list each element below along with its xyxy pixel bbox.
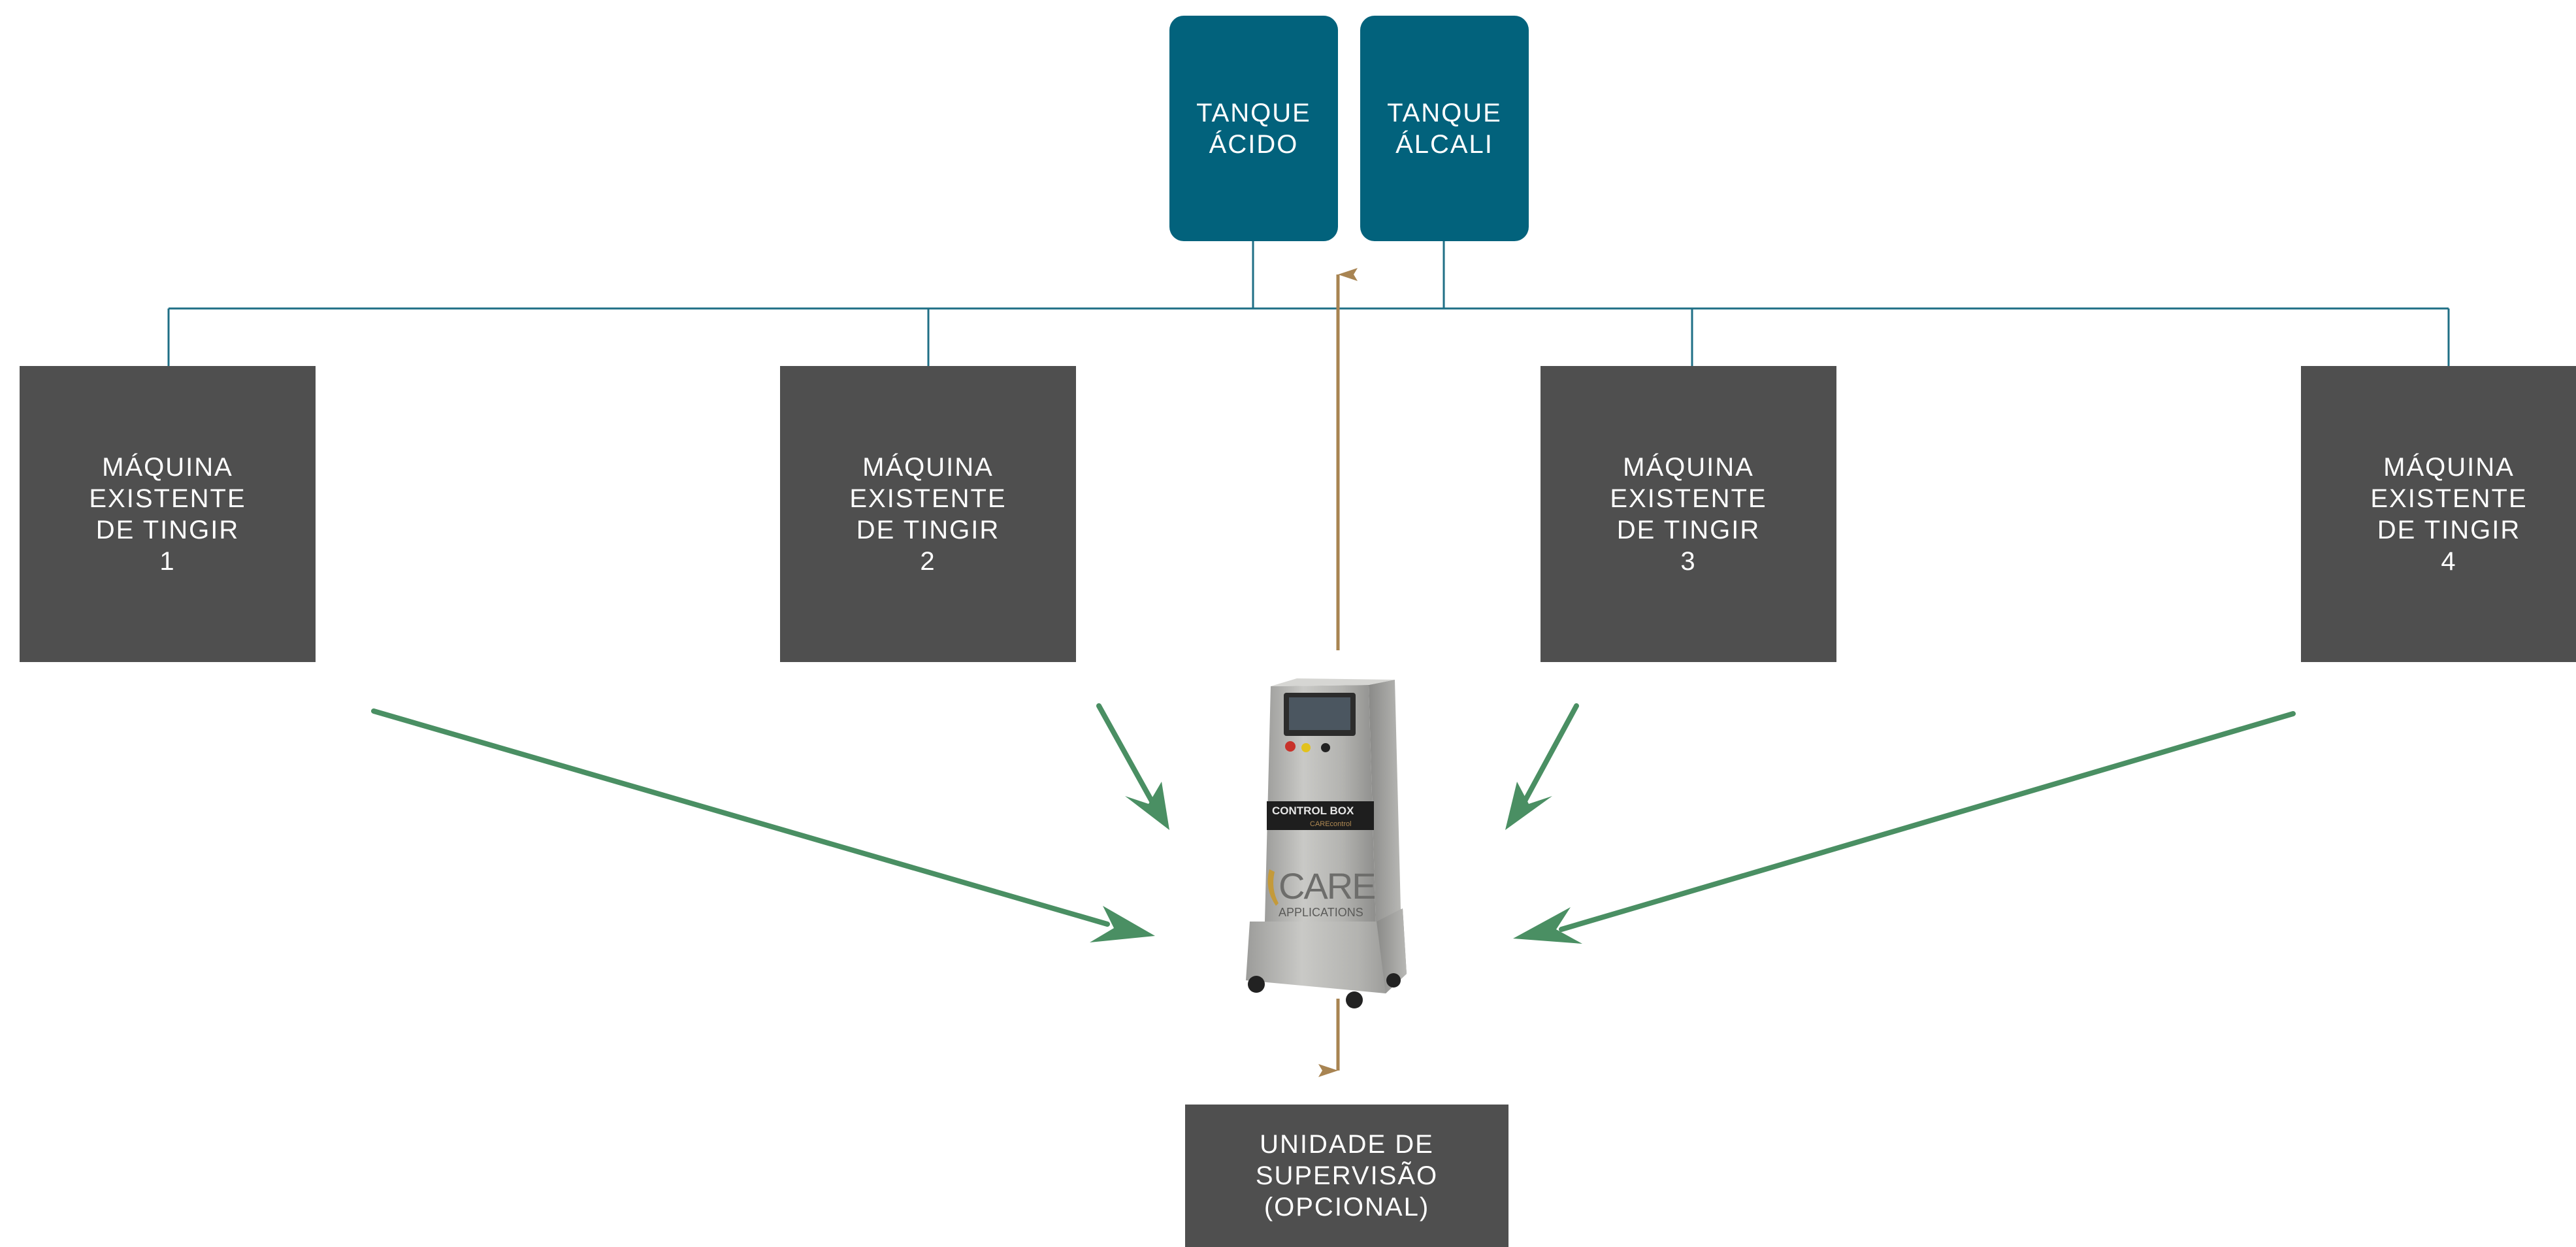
tank-acid-label-line2: ÁCIDO [1209,129,1299,159]
control-box-brand-sub: APPLICATIONS [1279,906,1363,919]
signal-arrows [371,703,2296,932]
control-box-cabinet: CONTROL BOX CAREcontrol CARE APPLICATION… [1246,678,1407,1008]
signal-arrow-machine-2 [1096,703,1157,808]
tank-alkali-label-line2: ÁLCALI [1395,129,1493,159]
machine-2-line3: DE TINGIR [856,515,1000,544]
dyeing-machine-1: MÁQUINA EXISTENTE DE TINGIR 1 [20,366,316,662]
tank-alkali-label-line1: TANQUE [1387,98,1502,127]
wheel-icon [1346,991,1363,1008]
control-box-brand: CARE [1279,865,1375,906]
signal-arrow-machine-4 [1559,711,2296,932]
tank-alkali: TANQUE ÁLCALI [1360,16,1529,241]
care-logo-icon [1267,869,1279,906]
machine-4-number: 4 [2441,546,2457,576]
machine-4-line2: EXISTENTE [2370,484,2528,513]
machine-2-line1: MÁQUINA [862,452,994,482]
dyeing-machine-4: MÁQUINA EXISTENTE DE TINGIR 4 [2301,366,2576,662]
machine-1-line1: MÁQUINA [102,452,233,482]
signal-arrow-machine-3 [1520,703,1579,808]
signal-arrowheads [1090,782,1582,944]
machine-1-number: 1 [159,546,176,576]
machine-3-number: 3 [1680,546,1697,576]
dyeing-machine-2: MÁQUINA EXISTENTE DE TINGIR 2 [780,366,1076,662]
yellow-button-icon [1301,743,1311,752]
tank-acid: TANQUE ÁCIDO [1169,16,1338,241]
black-button-icon [1321,743,1330,752]
machine-4-line3: DE TINGIR [2377,515,2521,544]
emergency-button-icon [1285,741,1296,752]
wheel-icon [1248,976,1265,993]
machine-3-line2: EXISTENTE [1610,484,1767,513]
supervision-line3: (OPCIONAL) [1264,1193,1430,1222]
supervision-unit: UNIDADE DE SUPERVISÃO (OPCIONAL) [1185,1105,1508,1247]
tank-acid-label-line1: TANQUE [1196,98,1311,127]
supervision-line2: SUPERVISÃO [1255,1161,1439,1190]
signal-arrow-machine-1 [371,708,1110,927]
machine-2-line2: EXISTENTE [849,484,1007,513]
machine-1-line2: EXISTENTE [89,484,246,513]
control-box-sublabel: CAREcontrol [1310,820,1352,828]
machine-1-line3: DE TINGIR [95,515,240,544]
distribution-pipe [167,241,2450,366]
machine-4-line1: MÁQUINA [2383,452,2515,482]
wheel-icon [1386,973,1401,988]
supervision-line1: UNIDADE DE [1260,1130,1434,1159]
dyeing-machine-3: MÁQUINA EXISTENTE DE TINGIR 3 [1541,366,1836,662]
control-box-label: CONTROL BOX [1272,805,1354,817]
machine-3-line1: MÁQUINA [1623,452,1754,482]
machine-3-line3: DE TINGIR [1616,515,1761,544]
machine-2-number: 2 [920,546,936,576]
